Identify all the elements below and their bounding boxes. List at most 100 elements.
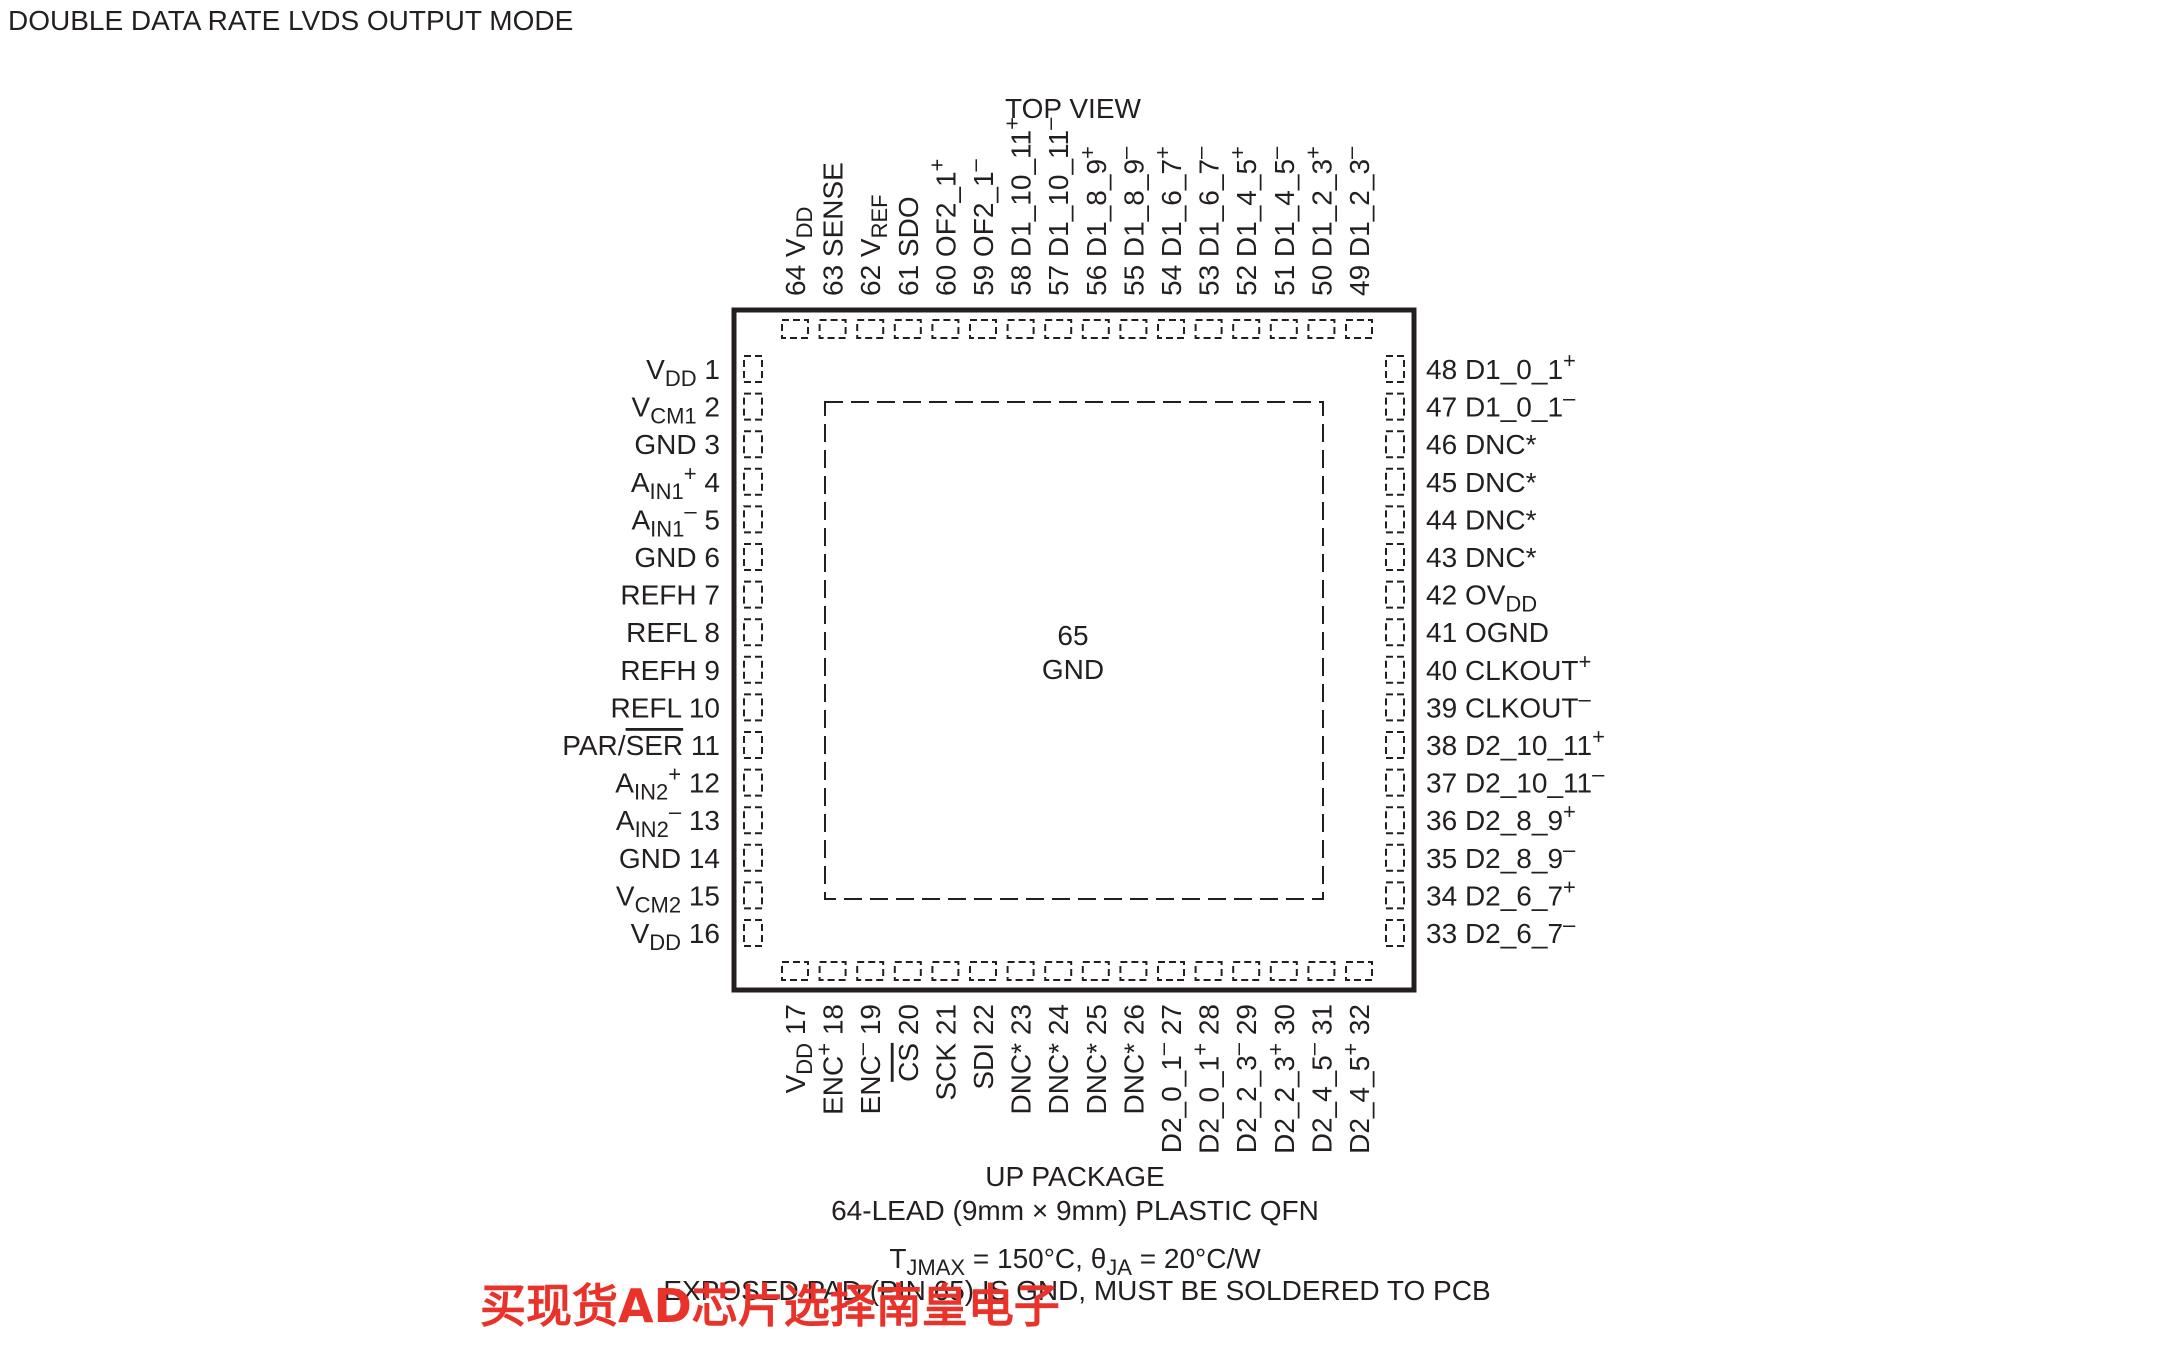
pin-pad [931,961,960,981]
pin-label-part: – [1338,146,1363,159]
pin-label-left: AIN1– 5 [631,498,720,541]
pin-label-part: D2_6_7 [1465,918,1563,949]
pin-label-right: 44 DNC* [1426,504,1537,535]
pin-label-part: CS [893,1043,924,1082]
pin-pad [1385,355,1405,383]
pin-label-part: D1_2_3 [1306,159,1337,257]
pin-number: 46 [1426,429,1465,460]
pin-label-right: 36 D2_8_9+ [1426,799,1576,836]
pin-label-part: θ [1091,1243,1107,1274]
pin-label-part: + [1263,1043,1288,1056]
pin-pad [743,768,763,797]
pin-label-right: 35 D2_8_9– [1426,837,1576,874]
pin-label-right: 40 CLKOUT+ [1426,649,1591,686]
pin-label-part: – [962,158,987,171]
pin-number: 29 [1231,1004,1262,1043]
pin-label-part: D1_8_9 [1081,159,1112,257]
pin-label-part: DNC* [1043,1043,1074,1115]
pin-label-right: 37 D2_10_11– [1426,762,1605,799]
pin-label-left: AIN1+ 4 [631,461,720,504]
pin-pad [1385,843,1405,872]
pin-label-part: + [1000,117,1025,130]
pin-label-part: DD [792,207,817,239]
pin-label-part: V [646,354,665,385]
exposed-pad-number: 65 [1057,620,1088,651]
pin-label-bottom: D2_4_5+ 32 [1338,1004,1375,1154]
pin-number: 14 [681,843,720,874]
pin-number: 31 [1306,1004,1337,1043]
pin-pad [1269,319,1298,339]
pin-pad [1194,319,1223,339]
pin-label-part: V [631,918,650,949]
pin-label-part: DD [792,1043,817,1075]
pin-pad [1385,430,1405,459]
pin-label-top: 60 OF2_1+ [924,159,961,296]
exposed-pad-outline [824,401,1324,900]
pin-label-bottom: DNC* 23 [1006,1004,1037,1115]
pin-label-part: IN2 [634,780,668,805]
pin-label-right: 39 CLKOUT– [1426,686,1592,723]
pin-label-part: V [780,1074,811,1093]
pin-label-part: D2_4_5 [1344,1056,1375,1154]
pin-label-top: 54 D1_6_7+ [1150,146,1187,296]
pin-number: 48 [1426,354,1465,385]
pin-number: 10 [681,692,720,723]
pin-pad [1232,961,1261,981]
pin-pad [1385,768,1405,797]
pin-label-part: = 20°C/W [1132,1243,1261,1274]
pin-label-top: 53 D1_6_7– [1188,146,1225,296]
pin-label-bottom: ENC– 19 [849,1004,886,1114]
pin-label-part: D2_8_9 [1465,843,1563,874]
pin-number: 22 [968,1004,999,1043]
pin-label-part: – [1592,762,1605,787]
pin-label-part: – [669,799,682,824]
pin-label-top: 52 D1_4_5+ [1225,146,1262,296]
pin-number: 6 [697,542,720,573]
pin-label-right: 38 D2_10_11+ [1426,724,1605,761]
pin-label-left: GND 6 [634,542,720,573]
pin-label-part: V [855,238,886,257]
pin-pad [743,543,763,571]
pin-pad [743,467,763,496]
pin-label-part: DNC* [1465,542,1537,573]
pin-label-part: SDO [893,196,924,257]
pin-number: 25 [1081,1004,1112,1043]
pin-label-right: 46 DNC* [1426,429,1537,460]
pin-label-part: + [1563,348,1576,373]
pin-label-right: 43 DNC* [1426,542,1537,573]
pin-label-part: GND [634,429,696,460]
pin-label-part: OGND [1465,617,1549,648]
pin-pad [1385,618,1405,647]
pin-number: 60 [930,257,961,296]
pin-number: 13 [681,805,720,836]
pin-number: 3 [697,429,720,460]
pin-label-part: D1_6_7 [1194,159,1225,257]
pin-pads [743,319,1405,981]
pin-label-part: SDI [968,1043,999,1090]
pin-number: 59 [968,257,999,296]
pin-number: 18 [818,1004,849,1043]
pin-label-part: – [849,1042,874,1055]
pin-label-left: PAR/SER 11 [562,730,720,761]
mode-title: DOUBLE DATA RATE LVDS OUTPUT MODE [8,5,573,36]
pin-label-bottom: DNC* 24 [1043,1004,1074,1115]
pin-label-right: 41 OGND [1426,617,1549,648]
pin-pad [743,655,763,684]
pin-label-part: D2_6_7 [1465,880,1563,911]
pin-label-part: – [1150,1042,1175,1055]
pin-label-right: 48 D1_0_1+ [1426,348,1576,385]
pin-number: 27 [1156,1004,1187,1043]
pin-label-left: GND 3 [634,429,720,460]
pin-pad [1157,961,1185,981]
pin-number: 1 [697,354,720,385]
pin-pad [743,618,763,647]
pin-label-right: 47 D1_0_1– [1426,386,1576,423]
pin-pad [743,693,763,722]
pin-label-part: D1_0_1 [1465,392,1563,423]
pin-label-part: JMAX [906,1255,965,1280]
pin-label-top: 56 D1_8_9+ [1075,146,1112,296]
pin-label-part: – [684,498,697,523]
pin-label-part: D1_8_9 [1118,159,1149,257]
pin-label-part: JA [1106,1255,1132,1280]
pin-label-part: CM2 [635,892,681,917]
